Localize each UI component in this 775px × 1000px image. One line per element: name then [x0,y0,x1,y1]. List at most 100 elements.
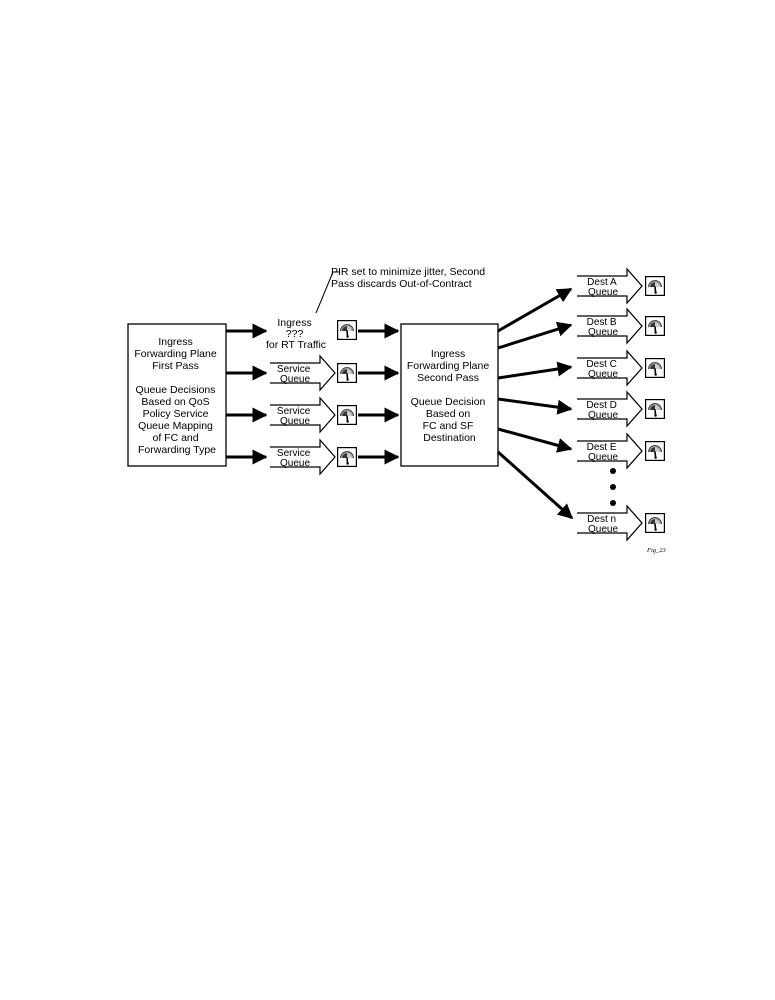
dest-queue-label-line: Dest C [586,359,617,370]
second-pass-box [400,323,499,467]
second-pass-text: Ingress Forwarding Plane Second Pass Que… [407,348,492,444]
dest-queue-label-line: Dest E [587,442,617,453]
first-pass-line: Based on QoS [141,396,209,408]
first-pass-text: Ingress Forwarding Plane First Pass Queu… [134,336,219,456]
dest-queue-label-line: Dest B [587,317,617,328]
dest-queue-shape [577,432,643,470]
rate-meter-icon [645,358,665,378]
dest-queue-label-line: Dest D [586,400,617,411]
dest-queue-label: Dest A Queue [587,277,619,298]
ellipsis-dot [610,468,616,474]
first-pass-line: First Pass [152,360,199,372]
dest-queue-label-line: Dest A [587,277,617,288]
second-pass-line: Queue Decision [411,396,486,408]
annotation-leader-line [315,271,334,314]
service-queue-label: Service Queue [277,448,313,469]
first-pass-line: Forwarding Type [138,444,216,456]
service-queue-label-line: Queue [280,374,310,385]
service-queue-label: Service Queue [277,364,313,385]
dest-queue-e: Dest E Queue [577,432,665,470]
rate-meter-icon [645,441,665,461]
arrow-to-dest-n [497,450,574,520]
second-pass-line: Second Pass [417,372,479,384]
annotation-text: PIR set to minimize jitter, Second Pass … [331,266,488,290]
rate-meter-icon [337,405,357,425]
first-pass-line: Ingress [158,336,192,348]
second-pass-line: FC and SF [423,420,474,432]
ellipsis-dot [610,484,616,490]
pir-annotation: PIR set to minimize jitter, Second Pass … [315,266,488,314]
arrow-to-dest-d [497,397,573,415]
dest-queue-a: Dest A Queue [577,267,665,305]
rate-meter-icon [337,320,357,340]
rt-queue-text: Ingress ??? for RT Traffic [266,317,326,351]
arrow-to-dest-e [497,427,573,453]
service-queue-shape [270,438,336,476]
first-pass-line: of FC and [152,432,198,444]
first-pass-line: Forwarding Plane [134,348,216,360]
second-pass-line: Forwarding Plane [407,360,489,372]
service-queue-label-line: Service [277,406,311,417]
rate-meter-icon [337,447,357,467]
dest-queue-label: Dest C Queue [586,359,619,380]
fanout-arrows [497,287,574,520]
dest-queue-label: Dest E Queue [587,442,620,463]
dest-queue-c: Dest C Queue [577,349,665,387]
dest-queue-shape [577,307,643,345]
rate-meter-icon [645,513,665,533]
rt-queue-line: for RT Traffic [266,339,326,351]
dest-queue-shape [577,504,643,542]
dest-queue-label-line: Dest n [587,514,616,525]
dest-queue-label-line: Queue [588,524,618,535]
service-queue-shape [270,354,336,392]
dest-queue-label-line: Queue [588,369,618,380]
service-queue-row-1: Service Queue [226,354,400,392]
first-pass-line: Queue Mapping [138,420,213,432]
rt-queue-line: Ingress [277,317,311,329]
first-pass-line: Queue Decisions [136,384,216,396]
service-queue-label-line: Service [277,364,311,375]
dest-queue-label: Dest n Queue [587,514,619,535]
rate-meter-icon [645,276,665,296]
dest-queue-shape [577,390,643,428]
first-pass-block: Ingress Forwarding Plane First Pass Queu… [127,323,227,467]
ellipsis-dots [610,468,616,506]
annotation-line-2: Pass discards Out-of-Contract [331,278,472,290]
ellipsis-dot [610,500,616,506]
arrow-to-dest-c [497,361,573,380]
arrow-to-dest-a [497,287,573,333]
dest-queue-d: Dest D Queue [577,390,665,428]
dest-queue-label-line: Queue [588,327,618,338]
arrow-to-dest-b [497,321,573,350]
figure-label: Fig_23 [646,547,667,554]
dest-queue-shape [577,349,643,387]
service-queue-label-line: Queue [280,458,310,469]
service-queue-label-line: Service [277,448,311,459]
service-queue-row-3: Service Queue [226,438,400,476]
dest-queue-label-line: Queue [588,452,618,463]
dest-queue-n: Dest n Queue [577,504,665,542]
first-pass-box [127,323,227,467]
dest-queue-label-line: Queue [588,287,618,298]
second-pass-block: Ingress Forwarding Plane Second Pass Que… [400,323,499,467]
rt-traffic-path: Ingress ??? for RT Traffic [226,317,400,351]
dest-queue-label: Dest B Queue [587,317,620,338]
rate-meter-icon [337,363,357,383]
dest-queue-label-line: Queue [588,410,618,421]
rate-meter-icon [645,316,665,336]
service-queue-shape [270,396,336,434]
second-pass-line: Ingress [431,348,465,360]
rate-meter-icon [645,399,665,419]
service-queue-label: Service Queue [277,406,313,427]
first-pass-line: Policy Service [143,408,209,420]
service-queue-label-line: Queue [280,416,310,427]
dest-queue-label: Dest D Queue [586,400,619,421]
rt-queue-line: ??? [286,328,304,340]
dest-queue-shape [577,267,643,305]
dest-queue-b: Dest B Queue [577,307,665,345]
second-pass-line: Based on [426,408,471,420]
second-pass-line: Destination [423,432,476,444]
service-queue-row-2: Service Queue [226,396,400,434]
annotation-line-1: PIR set to minimize jitter, Second [331,266,485,278]
